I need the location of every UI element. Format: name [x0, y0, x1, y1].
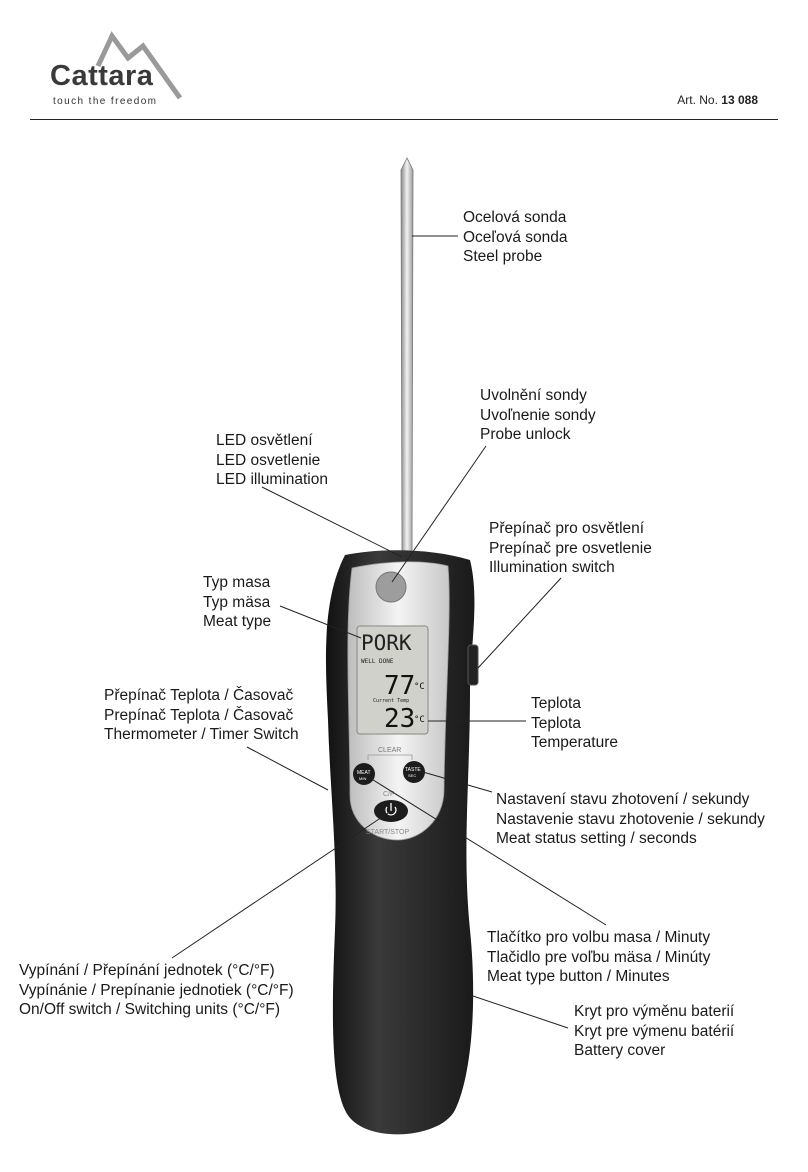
label-line: Tlačidlo pre voľbu mäsa / Minúty	[487, 948, 711, 966]
label-line: Meat status setting / seconds	[496, 830, 697, 847]
label-line: Temperature	[531, 734, 619, 751]
power-bottom-label: START/STOP	[366, 829, 410, 836]
label-line: Thermometer / Timer Switch	[104, 726, 299, 743]
meat-button-label: MEAT	[357, 770, 371, 776]
cattara-mountain-logo	[95, 31, 183, 100]
label-line: Typ mäsa	[203, 593, 271, 611]
power-top-label: C/F	[383, 791, 394, 798]
lcd-current-temp: 23	[384, 704, 415, 734]
label-line: Kryt pre výmenu batérií	[574, 1022, 735, 1040]
brand-tagline: touch the freedom	[53, 96, 158, 107]
lcd-screen	[356, 625, 429, 735]
label-line: Prepínač Teplota / Časovač	[104, 706, 294, 724]
label-line: LED osvětlení	[216, 432, 313, 449]
lcd-current-unit: °C	[414, 715, 425, 725]
label-line: Vypínání / Přepínání jednotek (°C/°F)	[19, 962, 275, 979]
label-line: Prepínač pre osvetlenie	[489, 539, 652, 557]
article-number-value: 13 088	[721, 93, 758, 107]
label-line: Tlačítko pro volbu masa / Minuty	[487, 929, 711, 946]
label-line: Typ masa	[203, 574, 271, 591]
lcd-target-temp: 77	[384, 671, 415, 701]
label-meat-status: Nastavení stavu zhotovení / sekundy Nast…	[496, 790, 765, 849]
article-number: Art. No. 13 088	[677, 93, 758, 107]
label-line: Teplota	[531, 714, 581, 732]
label-line: Meat type button / Minutes	[487, 968, 670, 985]
steel-probe	[400, 157, 414, 561]
lcd-meat-type: PORK	[361, 631, 412, 655]
label-on-off: Vypínání / Přepínání jednotek (°C/°F) Vy…	[19, 961, 294, 1020]
label-line: Uvolnění sondy	[480, 387, 587, 404]
lcd-doneness: WELL DONE	[361, 658, 394, 665]
label-line: Ocelová sonda	[463, 209, 567, 226]
label-led: LED osvětlení LED osvetlenie LED illumin…	[216, 431, 328, 490]
label-line: Přepínač pro osvětlení	[489, 520, 645, 537]
article-number-label: Art. No.	[677, 93, 718, 107]
label-line: Teplota	[531, 695, 581, 712]
label-line: Probe unlock	[480, 426, 571, 443]
meat-button-sub: MIN	[359, 776, 366, 781]
brand-name: Cattara	[50, 60, 154, 92]
clear-label: CLEAR	[378, 747, 401, 754]
label-line: On/Off switch / Switching units (°C/°F)	[19, 1001, 281, 1018]
label-thermo-timer: Přepínač Teplota / Časovač Prepínač Tepl…	[104, 686, 299, 745]
label-line: LED osvetlenie	[216, 451, 321, 469]
header-rule	[30, 119, 778, 120]
label-line: Uvoľnenie sondy	[480, 406, 596, 424]
label-meat-button: Tlačítko pro volbu masa / Minuty Tlačidl…	[487, 928, 710, 987]
label-line: Battery cover	[574, 1042, 666, 1059]
meat-button	[353, 763, 375, 785]
label-line: Meat type	[203, 613, 272, 630]
label-meat-type: Typ masa Typ mäsa Meat type	[203, 573, 271, 632]
label-steel-probe: Ocelová sonda Oceľová sonda Steel probe	[463, 208, 567, 267]
label-line: LED illumination	[216, 471, 328, 488]
label-line: Illumination switch	[489, 559, 615, 576]
taste-button-label: TASTE	[405, 767, 421, 773]
taste-button	[403, 761, 425, 783]
label-line: Steel probe	[463, 248, 543, 265]
label-illumination-switch: Přepínač pro osvětlení Prepínač pre osve…	[489, 519, 652, 578]
lcd-current-label: Current Temp	[373, 698, 409, 704]
probe-unlock-button	[375, 571, 407, 603]
label-probe-unlock: Uvolnění sondy Uvoľnenie sondy Probe unl…	[480, 386, 596, 445]
label-line: Nastavení stavu zhotovení / sekundy	[496, 791, 750, 808]
illumination-switch	[467, 644, 479, 686]
leader-lines	[171, 235, 607, 1029]
label-line: Oceľová sonda	[463, 228, 568, 246]
taste-button-sub: SEC	[408, 773, 416, 778]
label-line: Přepínač Teplota / Časovač	[104, 687, 294, 704]
label-temperature: Teplota Teplota Temperature	[531, 694, 618, 753]
label-battery: Kryt pro výměnu baterií Kryt pre výmenu …	[574, 1002, 734, 1061]
lcd-target-unit: °C	[414, 682, 425, 692]
label-line: Nastavenie stavu zhotovenie / sekundy	[496, 810, 765, 828]
power-icon	[385, 803, 397, 816]
label-line: Vypínánie / Prepínanie jednotiek (°C/°F)	[19, 981, 294, 999]
label-line: Kryt pro výměnu baterií	[574, 1003, 735, 1020]
